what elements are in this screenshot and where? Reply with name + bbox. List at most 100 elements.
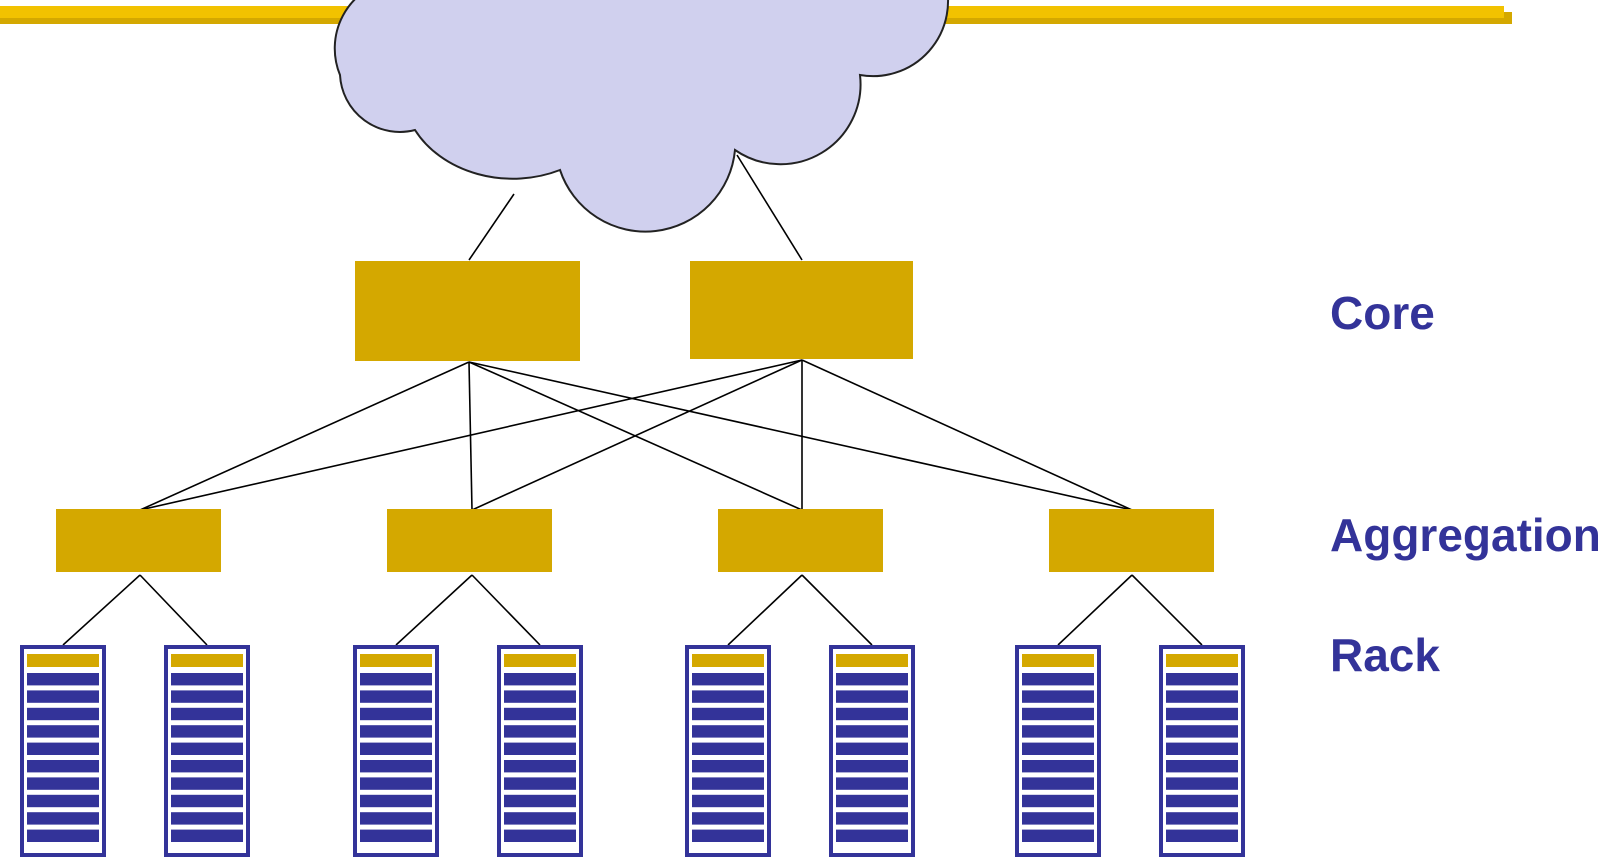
server-slot (504, 760, 576, 773)
server-slot (1022, 725, 1094, 738)
server-slot (836, 707, 908, 721)
server-slot (171, 812, 243, 825)
top-of-rack-switch (27, 654, 99, 667)
link-core2-agg1 (139, 359, 803, 511)
server-slot (504, 794, 576, 808)
server-rack-3 (353, 645, 439, 857)
server-slot (692, 673, 764, 686)
top-of-rack-switch (1166, 654, 1238, 667)
server-slot (836, 673, 908, 686)
server-slot (27, 707, 99, 721)
link-agg2-rack3 (395, 574, 473, 646)
server-slot (1022, 829, 1094, 842)
server-slot (27, 760, 99, 773)
server-slot (692, 707, 764, 721)
top-of-rack-switch (360, 654, 432, 667)
server-slot (171, 760, 243, 773)
server-slot (27, 690, 99, 703)
link-agg1-rack1 (62, 574, 141, 646)
link-core1-agg2 (468, 361, 473, 511)
top-of-rack-switch (836, 654, 908, 667)
server-slot (504, 707, 576, 721)
core-switch-1 (355, 261, 580, 361)
server-slot (360, 829, 432, 842)
server-slot (692, 777, 764, 790)
server-slot (27, 812, 99, 825)
server-slot (692, 725, 764, 738)
server-slot (360, 812, 432, 825)
server-slot (171, 829, 243, 842)
link-core1-agg4 (468, 361, 1133, 511)
server-slot (1166, 690, 1238, 703)
link-core1-agg1 (139, 361, 470, 511)
link-core2-agg2 (471, 359, 803, 511)
server-slot (504, 690, 576, 703)
server-slot (504, 829, 576, 842)
server-slot (1166, 760, 1238, 773)
link-agg4-rack7 (1057, 574, 1133, 646)
server-slot (836, 760, 908, 773)
server-slot (27, 725, 99, 738)
server-slot (692, 794, 764, 808)
server-slot (171, 673, 243, 686)
server-slot (171, 690, 243, 703)
server-slot (1022, 777, 1094, 790)
server-slot (171, 725, 243, 738)
server-slot (836, 725, 908, 738)
server-slot (692, 760, 764, 773)
server-rack-1 (20, 645, 106, 857)
aggregation-switch-3 (718, 509, 883, 572)
aggregation-switch-1 (56, 509, 221, 572)
server-slot (171, 777, 243, 790)
top-of-rack-switch (1022, 654, 1094, 667)
server-slot (360, 707, 432, 721)
server-slot (1022, 760, 1094, 773)
server-slot (836, 742, 908, 755)
server-slot (692, 742, 764, 755)
tier-label-core: Core (1330, 287, 1435, 339)
server-slot (360, 742, 432, 755)
server-slot (504, 673, 576, 686)
link-cloud-core-2 (736, 154, 803, 261)
server-slot (504, 812, 576, 825)
server-slot (1166, 829, 1238, 842)
server-slot (836, 812, 908, 825)
tier-label-aggregation: Aggregation (1330, 509, 1601, 561)
link-agg3-rack6 (801, 574, 873, 646)
link-agg2-rack4 (471, 574, 541, 646)
server-slot (504, 725, 576, 738)
server-slot (360, 690, 432, 703)
server-rack-4 (497, 645, 583, 857)
server-slot (1166, 707, 1238, 721)
server-slot (1022, 673, 1094, 686)
top-of-rack-switch (171, 654, 243, 667)
aggregation-switch-4 (1049, 509, 1214, 572)
server-slot (692, 690, 764, 703)
server-rack-2 (164, 645, 250, 857)
server-slot (171, 707, 243, 721)
link-cloud-core-1 (468, 193, 515, 261)
tier-label-rack: Rack (1330, 629, 1440, 681)
server-slot (692, 829, 764, 842)
server-slot (1166, 742, 1238, 755)
server-slot (1022, 707, 1094, 721)
server-rack-5 (685, 645, 771, 857)
top-of-rack-switch (692, 654, 764, 667)
server-slot (1022, 690, 1094, 703)
server-slot (1022, 794, 1094, 808)
server-slot (836, 777, 908, 790)
server-rack-8 (1159, 645, 1245, 857)
server-slot (27, 794, 99, 808)
server-slot (504, 777, 576, 790)
server-rack-7 (1015, 645, 1101, 857)
server-slot (836, 794, 908, 808)
server-slot (836, 690, 908, 703)
server-slot (360, 725, 432, 738)
link-agg1-rack2 (139, 574, 208, 646)
link-core2-agg4 (801, 359, 1133, 511)
server-slot (360, 673, 432, 686)
aggregation-switch-2 (387, 509, 552, 572)
server-slot (360, 794, 432, 808)
server-slot (1166, 812, 1238, 825)
